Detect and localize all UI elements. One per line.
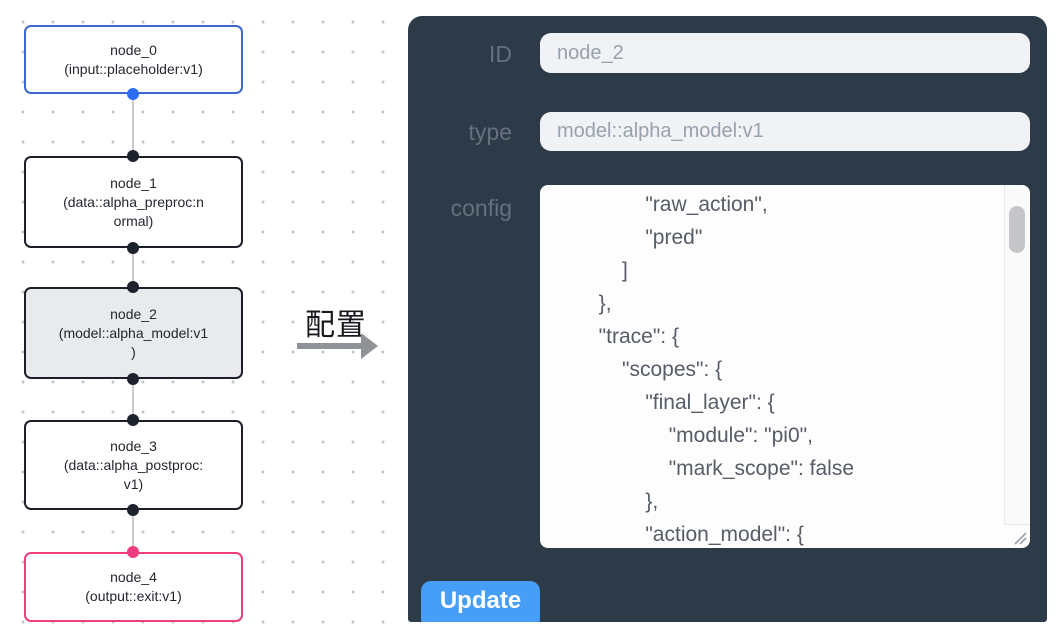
config-annotation-label: 配置 [305, 309, 367, 342]
flow-node-node_0[interactable]: node_0 (input::placeholder:v1) [24, 25, 243, 94]
port-node2-in[interactable] [127, 281, 139, 293]
node-type: ormal) [113, 212, 154, 229]
port-node1-in[interactable] [127, 150, 139, 162]
port-node2-out[interactable] [127, 373, 139, 385]
node-type: v1) [123, 475, 144, 492]
right-arrow-icon [297, 343, 363, 349]
flow-node-node_1[interactable]: node_1 (data::alpha_preproc:n ormal) [24, 156, 243, 248]
type-field-label: type [468, 119, 512, 145]
port-node4-in[interactable] [127, 546, 139, 558]
node-title: node_0 [110, 41, 157, 58]
config-json-text[interactable]: "raw_action", "pred" ] }, "trace": { "sc… [598, 193, 855, 546]
edge-node3-node4 [131, 511, 134, 553]
node-type: (input::placeholder:v1) [64, 60, 203, 77]
node-config-panel: ID node_2 type model::alpha_model:v1 con… [408, 16, 1047, 622]
node-type: (data::alpha_postproc: [63, 456, 204, 473]
node-type: ) [131, 343, 136, 360]
node-title: node_4 [110, 569, 157, 585]
node-title: node_1 [110, 174, 157, 191]
right-arrow-head-icon [361, 333, 378, 359]
flow-node-node_2-selected[interactable]: node_2 (model::alpha_model:v1 ) [24, 287, 243, 379]
config-scrollbar-thumb[interactable] [1009, 206, 1025, 253]
id-field-label: ID [489, 41, 512, 67]
top-dot-grid [402, 0, 1062, 15]
edge-node0-node1 [131, 95, 134, 157]
config-scrollbar-track[interactable] [1004, 185, 1030, 525]
port-node0-out[interactable] [127, 88, 139, 100]
port-node1-out[interactable] [127, 242, 139, 254]
flow-node-node_4[interactable]: node_4 (output::exit:v1) [24, 552, 243, 622]
node-title: node_2 [110, 305, 157, 322]
node-type: (output::exit:v1) [85, 588, 182, 604]
config-annotation: 配置 [290, 300, 400, 359]
update-button[interactable]: Update [421, 581, 540, 622]
id-input[interactable]: node_2 [540, 33, 1030, 73]
edge-node2-node3 [131, 380, 134, 421]
config-field-label: config [450, 195, 512, 221]
node-type: (data::alpha_preproc:n [63, 193, 204, 210]
port-node3-out[interactable] [127, 504, 139, 516]
resize-grip-icon[interactable] [1011, 529, 1027, 545]
config-textarea[interactable]: "raw_action", "pred" ] }, "trace": { "sc… [540, 185, 1030, 548]
flow-node-node_3[interactable]: node_3 (data::alpha_postproc: v1) [24, 420, 243, 510]
node-title: node_3 [110, 437, 157, 454]
type-input[interactable]: model::alpha_model:v1 [540, 112, 1030, 151]
port-node3-in[interactable] [127, 414, 139, 426]
node-type: (model::alpha_model:v1 [58, 324, 209, 341]
edge-node1-node2 [131, 249, 134, 288]
